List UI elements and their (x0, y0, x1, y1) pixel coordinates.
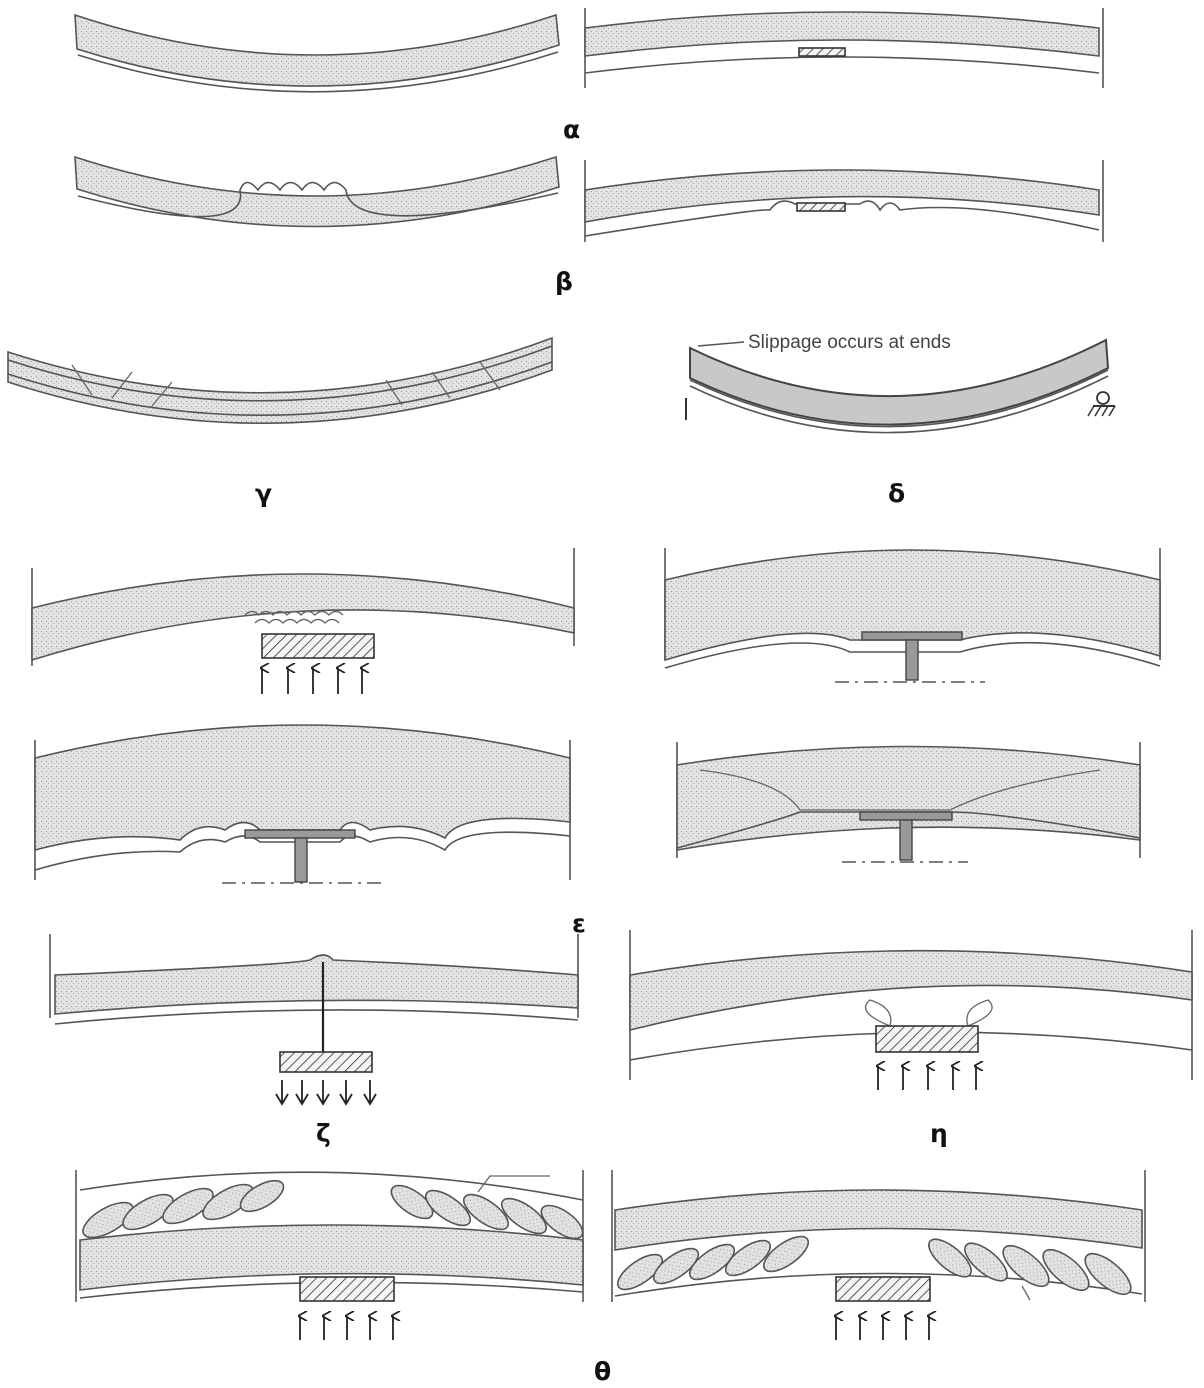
panel-alpha-left (75, 15, 559, 92)
label-delta: δ (888, 479, 905, 508)
panel-zeta (50, 934, 578, 1104)
panel-delta: Slippage occurs at ends (686, 332, 1115, 433)
panel-theta-right (612, 1170, 1145, 1340)
label-zeta: ζ (316, 1119, 331, 1148)
label-eta: η (930, 1119, 948, 1148)
label-epsilon: ε (572, 909, 586, 938)
panel-theta-left (76, 1170, 588, 1340)
panel-beta-left (75, 157, 559, 227)
panel-epsilon-4 (677, 742, 1140, 862)
panel-alpha-right (585, 8, 1103, 88)
panel-gamma (8, 338, 552, 423)
panel-epsilon-2 (665, 548, 1160, 682)
panel-epsilon-3 (35, 725, 570, 883)
annotation-slippage: Slippage occurs at ends (748, 332, 951, 353)
panel-eta (630, 930, 1192, 1090)
label-gamma: γ (255, 479, 272, 508)
panel-epsilon-1 (32, 548, 574, 694)
panel-beta-right (585, 160, 1103, 242)
label-theta: θ (594, 1357, 611, 1386)
label-alpha: α (563, 115, 580, 144)
label-beta: β (555, 267, 573, 296)
